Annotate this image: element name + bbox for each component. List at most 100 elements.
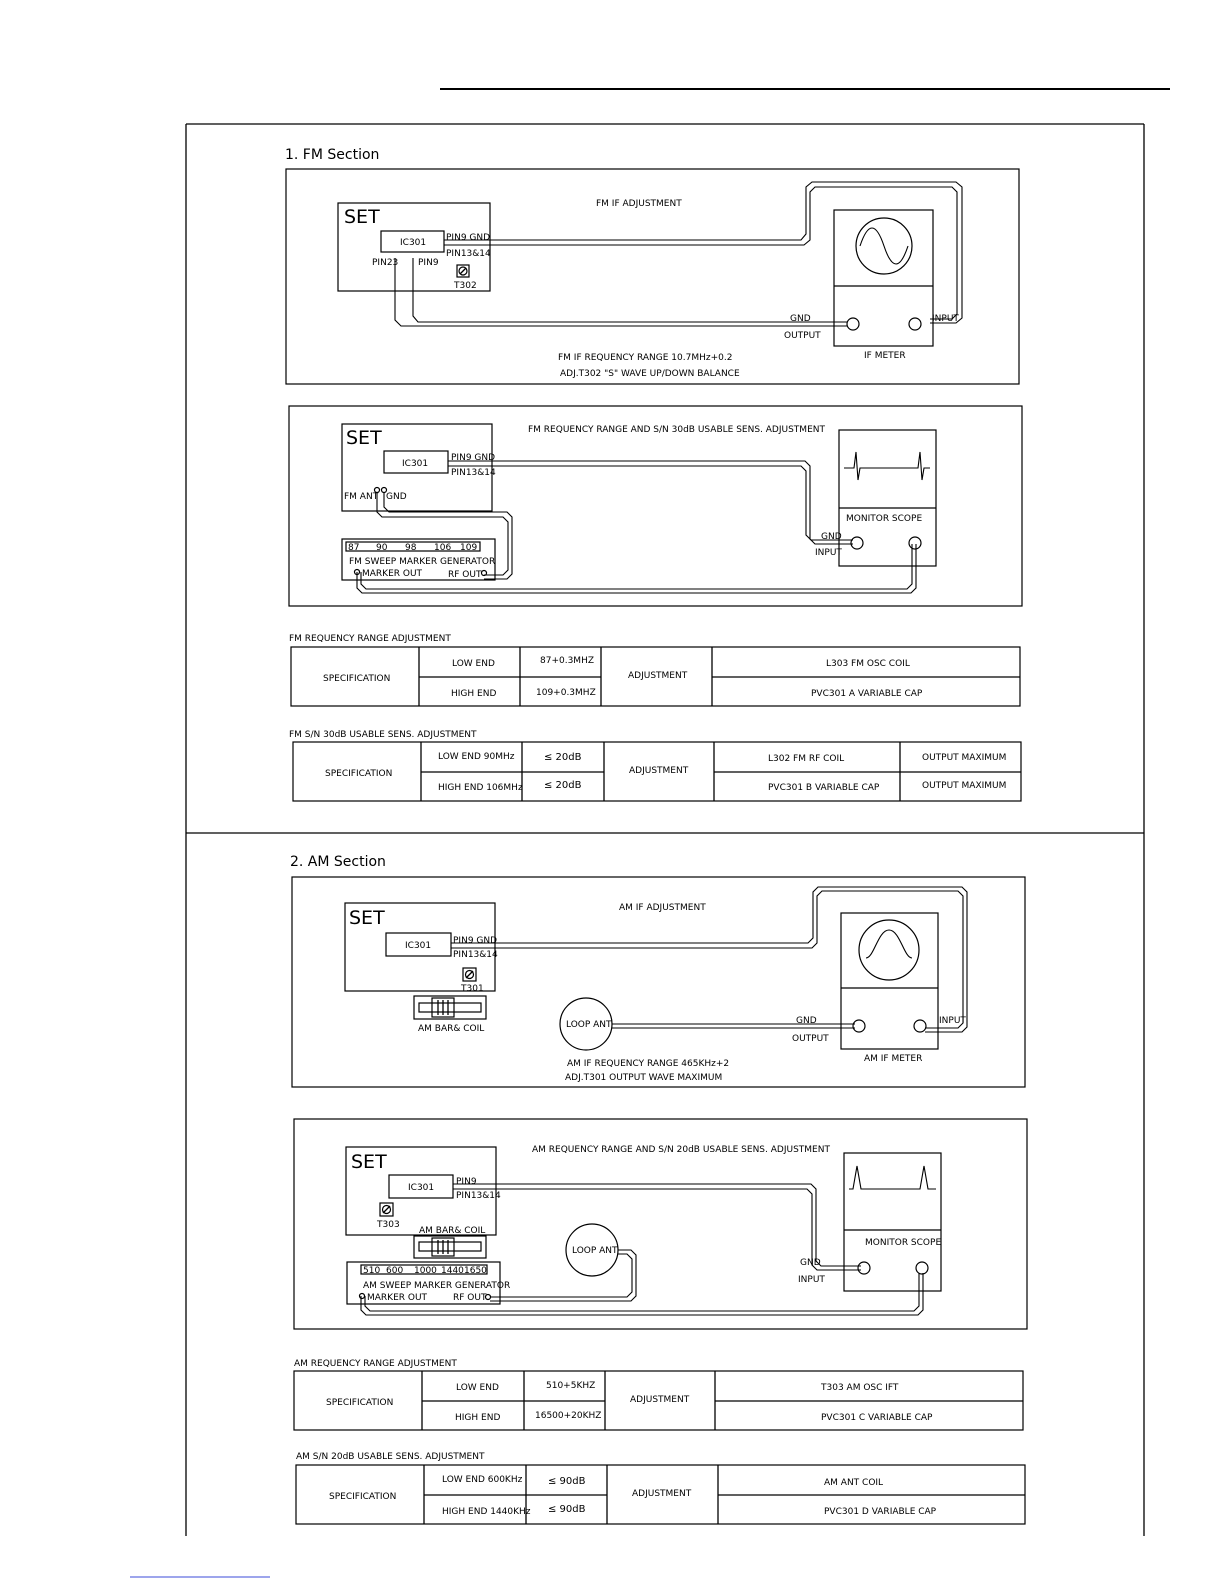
- fm-table2-low-adj: L302 FM RF COIL: [768, 754, 844, 764]
- am-rf-out-terminal: [484, 1293, 492, 1301]
- am-table2-title: AM S/N 20dB USABLE SENS. ADJUSTMENT: [296, 1452, 485, 1462]
- am-table1-high-adj: PVC301 C VARIABLE CAP: [821, 1413, 933, 1423]
- am-range-coil-label: AM BAR& COIL: [419, 1226, 485, 1236]
- fm-range-ic-label: IC301: [402, 459, 428, 469]
- am-marker-out-label: MARKER OUT: [367, 1293, 428, 1303]
- fm-range-gnd-terminal: [380, 486, 388, 494]
- fm-if-gnd-jack: [846, 317, 860, 331]
- am-if-meter-label: AM IF METER: [864, 1054, 922, 1064]
- am-scale-1650: 1650: [464, 1266, 487, 1276]
- fm-table2-adjustment: ADJUSTMENT: [629, 766, 689, 776]
- fm-sweep-scale-box: [345, 541, 481, 552]
- am-scope-label: MONITOR SCOPE: [865, 1238, 941, 1248]
- am-range-scope-wire-2: [453, 1188, 861, 1271]
- am-sweep-generator-box: [346, 1261, 501, 1305]
- fm-if-input-label: INPUT: [932, 314, 959, 324]
- am-range-loop-label: LOOP ANT: [572, 1246, 618, 1256]
- am-scale-1000: 1000: [414, 1266, 437, 1276]
- am-table1-high-value: 16500+20KHZ: [535, 1411, 601, 1421]
- fm-range-panel: FM REQUENCY RANGE AND S/N 30dB USABLE SE…: [288, 405, 1023, 607]
- am-sweep-generator-label: AM SWEEP MARKER GENERATOR: [363, 1281, 510, 1291]
- am-range-trimmer-slot: [382, 1205, 391, 1214]
- fm-scale-106: 106: [434, 543, 451, 553]
- am-if-trim-label: T301: [460, 984, 484, 994]
- fm-table2-high-result: OUTPUT MAXIMUM: [922, 781, 1006, 791]
- am-table1-spec: SPECIFICATION: [326, 1398, 393, 1408]
- fm-scale-98: 98: [405, 543, 417, 553]
- am-if-pin-gnd: PIN9 GND: [453, 936, 497, 946]
- am-if-title: AM IF ADJUSTMENT: [619, 903, 706, 913]
- fm-range-scope-wire: [448, 460, 853, 545]
- am-range-set-box: [345, 1146, 497, 1236]
- fm-monitor-scope-box: [838, 429, 937, 567]
- am-if-trimmer: [462, 967, 477, 982]
- am-table2-low-adj: AM ANT COIL: [824, 1478, 883, 1488]
- am-table1-low-adj: T303 AM OSC IFT: [820, 1383, 899, 1393]
- am-if-meter-box: [840, 912, 939, 1050]
- fm-scope-label: MONITOR SCOPE: [846, 514, 922, 524]
- am-range-scope-wire: [453, 1183, 861, 1267]
- am-table2-spec: SPECIFICATION: [329, 1492, 396, 1502]
- fm-range-marker-wire-2: [360, 544, 913, 590]
- am-range-pin9: PIN9: [456, 1177, 477, 1187]
- fm-if-s-wave: [859, 227, 909, 265]
- fm-if-input-jack: [908, 317, 922, 331]
- am-if-loop-label: LOOP ANT: [566, 1020, 612, 1030]
- fm-table2-title: FM S/N 30dB USABLE SENS. ADJUSTMENT: [289, 730, 477, 740]
- fm-table1-spec: SPECIFICATION: [323, 674, 390, 684]
- am-if-note1: AM IF REQUENCY RANGE 465KHz+2: [567, 1059, 729, 1069]
- am-range-panel: AM REQUENCY RANGE AND S/N 20dB USABLE SE…: [293, 1118, 1028, 1330]
- fm-if-input-wire-2: [444, 186, 958, 320]
- am-range-frame: [293, 1118, 1028, 1330]
- am-if-input-wire: [451, 886, 968, 1033]
- fm-table1-high-value: 109+0.3MHZ: [536, 688, 596, 698]
- am-scope-trace: [849, 1165, 936, 1190]
- am-if-input-jack: [913, 1019, 927, 1033]
- fm-range-ant-wire-2: [383, 493, 513, 580]
- fm-range-gnd-ant: GND: [386, 492, 407, 502]
- fm-if-trim-label: T302: [453, 281, 477, 291]
- fm-if-pin-gnd: PIN9 GND: [446, 233, 490, 243]
- fm-table2-low-label: LOW END 90MHz: [438, 752, 515, 762]
- am-sens-table: SPECIFICATION LOW END 600KHz HIGH END 14…: [295, 1464, 1026, 1525]
- fm-if-pin-1314: PIN13&14: [446, 249, 491, 259]
- am-if-ic-box: [385, 932, 452, 957]
- am-if-gnd-label: GND: [796, 1016, 817, 1026]
- am-table1-low-value: 510+5KHZ: [546, 1381, 595, 1391]
- fm-scope-gnd-jack: [850, 536, 864, 550]
- fm-sweep-generator-label: FM SWEEP MARKER GENERATOR: [349, 557, 495, 567]
- fm-range-fm-ant: FM ANT: [344, 492, 379, 502]
- am-scope-input-label: INPUT: [798, 1275, 825, 1285]
- am-if-input-label: INPUT: [939, 1016, 966, 1026]
- am-range-loop-wire-2: [490, 1253, 633, 1298]
- fm-rf-out-terminal: [480, 569, 488, 577]
- fm-sens-table: SPECIFICATION LOW END 90MHz HIGH END 106…: [292, 741, 1022, 802]
- am-rf-out-label: RF OUT: [453, 1293, 487, 1303]
- fm-if-output-wire-2: [412, 258, 847, 323]
- am-range-pin-1314: PIN13&14: [456, 1191, 501, 1201]
- fm-if-trimmer-screw: [458, 266, 468, 276]
- fm-table1-low-label: LOW END: [452, 659, 495, 669]
- am-scope-gnd-label: GND: [800, 1258, 821, 1268]
- am-table2-high-value: ≤ 90dB: [548, 1504, 586, 1515]
- am-sweep-scale-box: [360, 1264, 488, 1275]
- fm-marker-out-label: MARKER OUT: [362, 569, 423, 579]
- am-if-output-label: OUTPUT: [792, 1034, 829, 1044]
- am-scope-input-jack: [915, 1261, 929, 1275]
- fm-table2-high-value: ≤ 20dB: [544, 780, 582, 791]
- fm-rf-out-label: RF OUT: [448, 570, 482, 580]
- am-table2-low-label: LOW END 600KHz: [442, 1475, 523, 1485]
- am-if-meter-dial: [858, 919, 920, 981]
- am-scale-1440: 1440: [441, 1266, 464, 1276]
- am-table1-title: AM REQUENCY RANGE ADJUSTMENT: [294, 1359, 457, 1369]
- am-range-ic-box: [388, 1174, 454, 1199]
- fm-if-meter-label: IF METER: [864, 351, 906, 361]
- fm-scope-gnd-label: GND: [821, 532, 842, 542]
- am-range-set-label: SET: [351, 1151, 387, 1173]
- fm-if-note2: ADJ.T302 "S" WAVE UP/DOWN BALANCE: [560, 369, 740, 379]
- am-table2-low-value: ≤ 90dB: [548, 1476, 586, 1487]
- fm-if-title: FM IF ADJUSTMENT: [596, 199, 682, 209]
- fm-table1-low-value: 87+0.3MHZ: [540, 656, 594, 666]
- fm-if-set-label: SET: [344, 206, 380, 228]
- fm-table2-low-value: ≤ 20dB: [544, 752, 582, 763]
